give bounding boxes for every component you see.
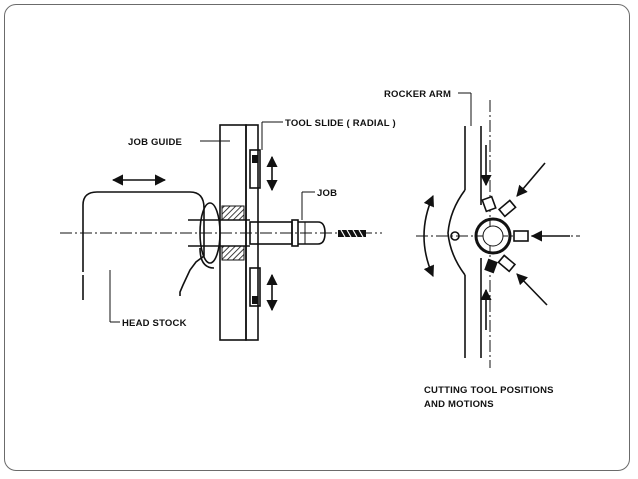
head-stock <box>82 174 205 300</box>
drill-bit <box>338 229 366 238</box>
rocker-swing-arrow <box>423 194 434 278</box>
head-stock-label: HEAD STOCK <box>122 318 187 329</box>
job-workpiece <box>249 219 326 247</box>
job-guide-label: JOB GUIDE <box>128 137 182 148</box>
tool-slide-leader <box>261 121 283 150</box>
cutting-positions-caption-line2: AND MOTIONS <box>424 399 494 410</box>
rocker-arm <box>447 126 482 358</box>
cutting-tools <box>481 195 529 274</box>
head-stock-leader <box>109 270 120 323</box>
tool-slide-rail <box>245 124 278 341</box>
cutting-positions-caption-line1: CUTTING TOOL POSITIONS <box>424 385 554 396</box>
tool-slide-label: TOOL SLIDE ( RADIAL ) <box>285 118 396 129</box>
workpiece-section <box>474 217 512 255</box>
job-leader <box>301 191 315 220</box>
rocker-arm-label: ROCKER ARM <box>384 89 451 100</box>
tool-approach-arrow-lower <box>516 273 548 306</box>
rocker-arm-leader <box>458 92 472 126</box>
job-label: JOB <box>317 188 337 199</box>
tool-approach-arrow-upper <box>516 162 546 197</box>
